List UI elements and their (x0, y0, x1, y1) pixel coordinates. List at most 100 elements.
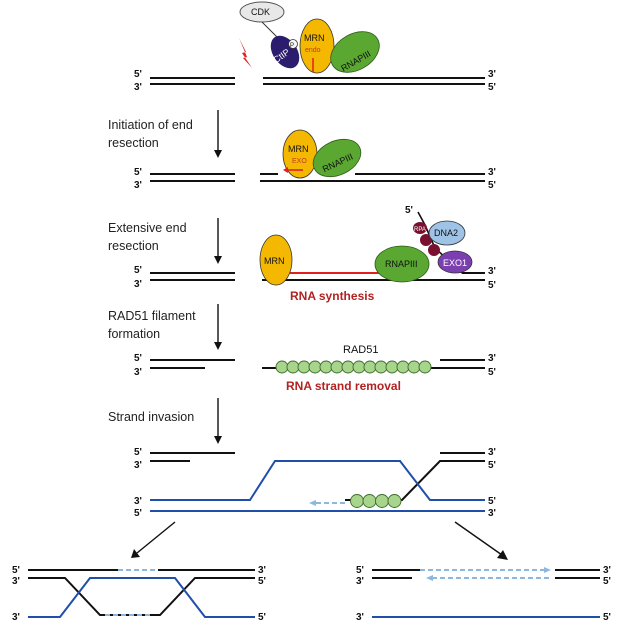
stage-rad51: 5' 3' 3' 5' RAD51 RNA strand removal (134, 344, 496, 393)
end-label: 5' (134, 447, 142, 458)
stage-dsb: 5' 3' 3' 5' CDK CtIP P MRN endo RNAPIII (134, 1, 496, 93)
exo-arrowhead (283, 167, 288, 173)
step-label: formation (108, 327, 160, 341)
rad51-label: RAD51 (343, 344, 378, 356)
stage-extensive: 5' 3' 3' 5' 5' MRN RNAPIII RPA DNA2 EXO1… (134, 205, 496, 303)
end-label: 5' (405, 205, 413, 216)
end-label: 5' (134, 167, 142, 178)
rnapiii-label: RNAPIII (385, 259, 418, 269)
end-label: 5' (603, 612, 611, 620)
rpa-protein (420, 234, 432, 246)
end-label: 5' (356, 565, 364, 576)
end-label: 3' (488, 353, 496, 364)
mrn-protein (259, 234, 293, 286)
lightning-bolt-icon (239, 38, 252, 68)
rnapiii-protein (312, 138, 362, 178)
mrn-protein (299, 18, 335, 74)
step-label: Strand invasion (108, 410, 194, 424)
phosphate-circle (288, 39, 298, 49)
dashed-arrowhead (544, 567, 551, 573)
mrn-label: MRN (304, 33, 325, 43)
crossing-strand-black (28, 577, 255, 616)
rnapiii-protein (374, 245, 430, 283)
step-label: RAD51 filament (108, 309, 196, 323)
donor-strand-top (150, 460, 485, 501)
end-label: 5' (258, 576, 266, 587)
end-label: 3' (12, 576, 20, 587)
stage-initiation: 5' 3' 3' 5' MRN EXO RNAPIII (134, 129, 496, 191)
rad51-filament (275, 360, 432, 374)
rad51-monomer (341, 360, 355, 374)
mrn-label: MRN (288, 144, 309, 154)
end-label: 3' (134, 496, 142, 507)
end-label: 3' (134, 82, 142, 93)
end-label: 5' (134, 508, 142, 519)
end-label: 3' (356, 612, 364, 620)
outcome-arrow-right (454, 521, 503, 556)
step-arrowhead (214, 436, 222, 444)
exo-label: EXO (292, 158, 307, 165)
end-label: 5' (488, 180, 496, 191)
end-label: 3' (134, 180, 142, 191)
end-label: 3' (134, 460, 142, 471)
rad51-monomer (330, 360, 344, 374)
rad51-monomer (387, 494, 402, 508)
end-label: 5' (603, 576, 611, 587)
dashed-arrowhead (426, 575, 433, 581)
end-label: 5' (488, 367, 496, 378)
step-label: resection (108, 239, 159, 253)
step-label: resection (108, 136, 159, 150)
outcome-arrowhead (131, 549, 140, 558)
end-label: 3' (603, 565, 611, 576)
end-label: 5' (134, 265, 142, 276)
rad51-monomer (396, 360, 410, 374)
step-arrowhead (214, 256, 222, 264)
rad51-monomer (352, 360, 366, 374)
end-label: 3' (134, 279, 142, 290)
rad51-monomer (308, 360, 322, 374)
rad51-monomer (375, 494, 389, 508)
rna-synthesis-label: RNA synthesis (290, 289, 375, 303)
outcome-arrow-left (136, 521, 176, 554)
rpa-protein (428, 244, 440, 256)
step-arrowhead (214, 150, 222, 158)
rad51-monomer (385, 360, 399, 374)
step-label: Extensive end (108, 221, 187, 235)
dna2-protein (428, 220, 466, 246)
end-label: 5' (134, 69, 142, 80)
end-label: 5' (488, 82, 496, 93)
end-label: 5' (488, 280, 496, 291)
cdk-label: CDK (251, 7, 270, 17)
exo1-protein (437, 250, 473, 274)
crossing-strand-blue (28, 577, 255, 618)
end-label: 3' (488, 508, 496, 519)
rad51-monomer (286, 360, 300, 374)
outcome-arrowhead (497, 550, 508, 560)
step-arrowhead (214, 342, 222, 350)
rad51-monomer (374, 360, 388, 374)
end-label: 3' (12, 612, 20, 620)
stage-invasion: 5' 3' 3' 5' 3' 5' 5' 3' (134, 447, 496, 519)
rna-strand-removal-label: RNA strand removal (286, 379, 401, 393)
end-label: 5' (12, 565, 20, 576)
end-label: 3' (488, 69, 496, 80)
rad51-monomer (319, 360, 333, 374)
endo-label: endo (305, 47, 321, 54)
exo1-label: EXO1 (443, 258, 467, 268)
rad51-monomer (363, 360, 377, 374)
rad51-monomer (297, 360, 311, 374)
rpa-protein (413, 222, 427, 234)
rad51-monomer (350, 494, 364, 508)
rnapiii-protein (330, 31, 380, 73)
end-label: 5' (134, 353, 142, 364)
rad51-filament (350, 494, 402, 508)
rad51-monomer (418, 360, 432, 374)
end-label: 3' (488, 167, 496, 178)
phosphate-label: P (290, 43, 294, 49)
dashed-arrowhead (309, 500, 316, 506)
end-label: 5' (488, 460, 496, 471)
outcome-sdsa: 5' 3' 3' 3' 5' 5' (356, 565, 611, 620)
rad51-monomer (362, 494, 377, 508)
rad51-monomer (275, 360, 289, 374)
